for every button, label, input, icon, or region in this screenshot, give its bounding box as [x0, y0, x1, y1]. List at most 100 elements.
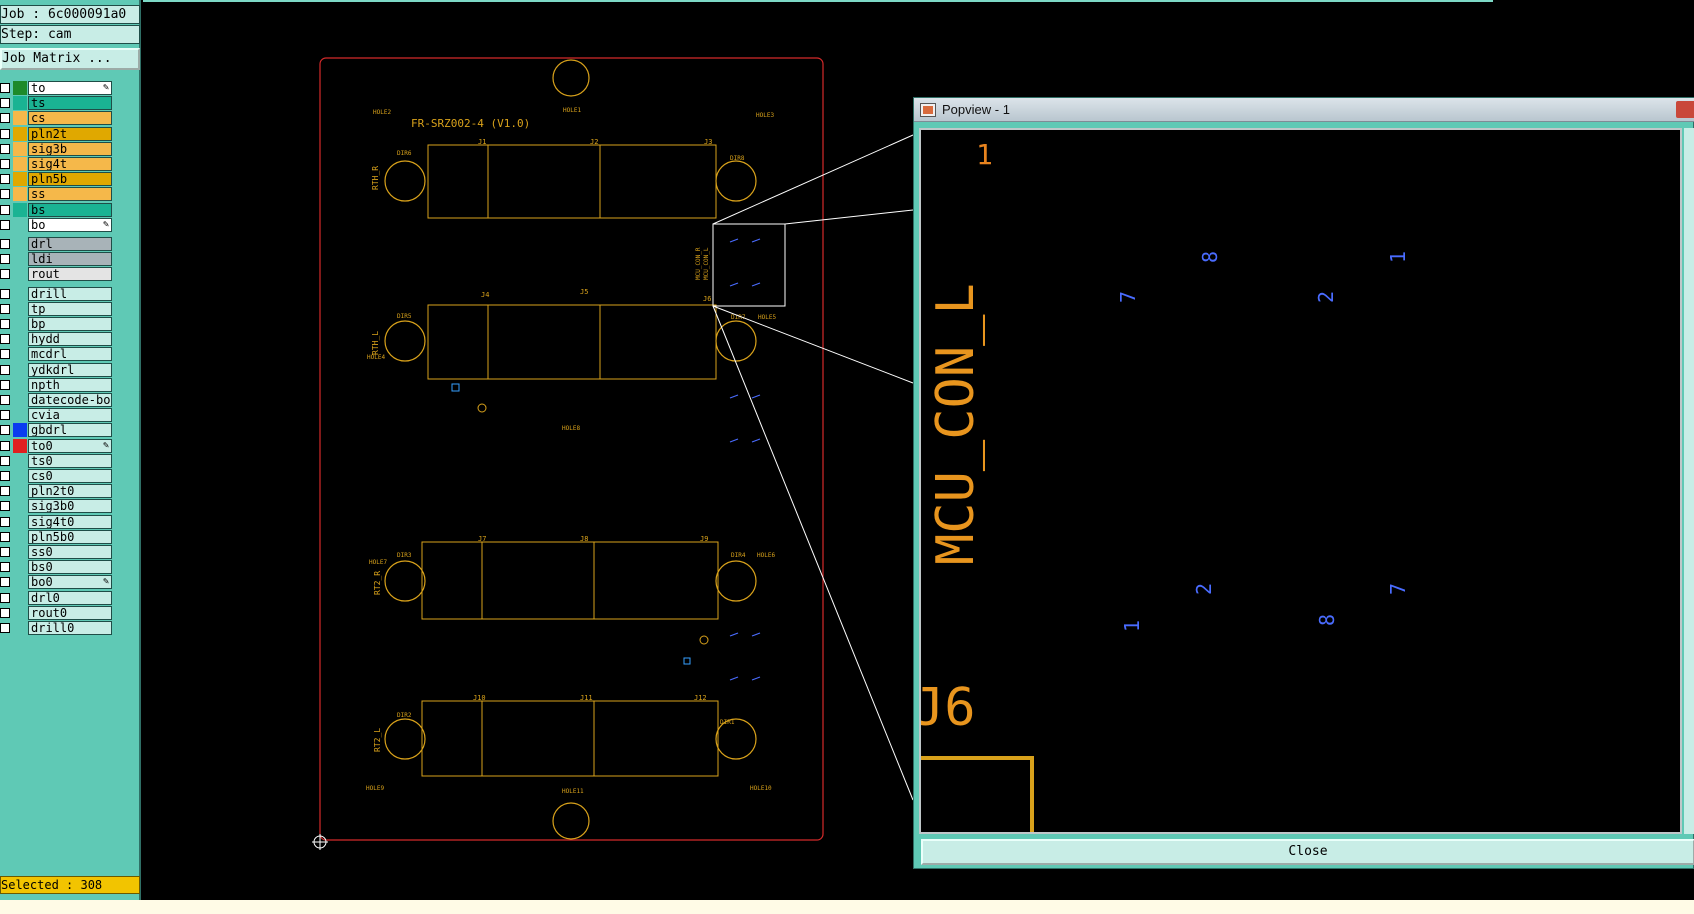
- job-matrix-button[interactable]: Job Matrix ...: [0, 48, 140, 70]
- layer-color-swatch[interactable]: [13, 96, 27, 111]
- layer-row-ss0[interactable]: ss0: [0, 544, 112, 559]
- layer-row-drill[interactable]: drill: [0, 286, 112, 301]
- layer-row-bo[interactable]: bo✎: [0, 217, 112, 232]
- layer-color-swatch[interactable]: [13, 423, 27, 438]
- layer-name[interactable]: ts0: [28, 453, 112, 468]
- layer-row-drl0[interactable]: drl0: [0, 590, 112, 605]
- layer-checkbox[interactable]: [0, 547, 10, 557]
- layer-color-swatch[interactable]: [13, 202, 27, 217]
- layer-row-ydkdrl[interactable]: ydkdrl: [0, 362, 112, 377]
- layer-row-ts[interactable]: ts: [0, 95, 112, 111]
- layer-color-swatch[interactable]: [13, 590, 27, 605]
- layer-checkbox[interactable]: [0, 410, 10, 421]
- layer-checkbox[interactable]: [0, 486, 10, 497]
- layer-name[interactable]: cvia: [28, 408, 112, 423]
- layer-name[interactable]: pln2t0: [28, 484, 112, 499]
- layer-row-cs[interactable]: cs: [0, 110, 112, 126]
- layer-name[interactable]: rout: [28, 267, 112, 282]
- layer-color-swatch[interactable]: [13, 217, 27, 232]
- layer-checkbox[interactable]: [0, 623, 10, 633]
- layer-checkbox[interactable]: [0, 501, 10, 512]
- layer-color-swatch[interactable]: [13, 377, 27, 392]
- layer-color-swatch[interactable]: [13, 237, 27, 251]
- layer-checkbox[interactable]: [0, 303, 10, 314]
- layer-name[interactable]: sig3b0: [28, 499, 112, 514]
- layer-checkbox[interactable]: [0, 607, 10, 618]
- layer-color-swatch[interactable]: [13, 267, 27, 282]
- layer-name[interactable]: pln5b0: [28, 529, 112, 544]
- layer-checkbox[interactable]: [0, 128, 10, 139]
- layer-row-npth[interactable]: npth: [0, 377, 112, 392]
- popview-titlebar[interactable]: Popview - 1: [914, 98, 1694, 122]
- layer-checkbox[interactable]: [0, 349, 10, 360]
- layer-name[interactable]: bs: [28, 202, 112, 217]
- layer-row-bp[interactable]: bp: [0, 316, 112, 331]
- layer-name[interactable]: bs0: [28, 560, 112, 575]
- layer-color-swatch[interactable]: [13, 81, 27, 95]
- layer-row-sig4t0[interactable]: sig4t0: [0, 514, 112, 529]
- layer-checkbox[interactable]: [0, 98, 10, 109]
- layer-color-swatch[interactable]: [13, 172, 27, 187]
- layer-name[interactable]: ss0: [28, 545, 112, 559]
- layer-color-swatch[interactable]: [13, 560, 27, 575]
- layer-name[interactable]: mcdrl: [28, 347, 112, 362]
- close-button[interactable]: Close: [921, 839, 1694, 865]
- layer-color-swatch[interactable]: [13, 111, 27, 126]
- layer-row-mcdrl[interactable]: mcdrl: [0, 346, 112, 362]
- layer-name[interactable]: bo✎: [28, 217, 112, 232]
- layer-checkbox[interactable]: [0, 379, 10, 390]
- layer-name[interactable]: sig4t0: [28, 514, 112, 529]
- layer-row-pln2t0[interactable]: pln2t0: [0, 483, 112, 499]
- layer-checkbox[interactable]: [0, 319, 10, 329]
- layer-color-swatch[interactable]: [13, 252, 27, 267]
- layer-color-swatch[interactable]: [13, 545, 27, 559]
- layer-color-swatch[interactable]: [13, 187, 27, 202]
- layer-checkbox[interactable]: [0, 455, 10, 466]
- layer-row-pln2t[interactable]: pln2t: [0, 126, 112, 141]
- layer-checkbox[interactable]: [0, 592, 10, 603]
- layer-name[interactable]: sig4t: [28, 157, 112, 171]
- layer-color-swatch[interactable]: [13, 141, 27, 156]
- layer-color-swatch[interactable]: [13, 469, 27, 483]
- layer-row-bs[interactable]: bs: [0, 202, 112, 217]
- layer-row-pln5b[interactable]: pln5b: [0, 171, 112, 187]
- layer-color-swatch[interactable]: [13, 484, 27, 499]
- layer-checkbox[interactable]: [0, 254, 10, 265]
- layer-name[interactable]: pln5b: [28, 172, 112, 187]
- layer-name[interactable]: ldi: [28, 252, 112, 267]
- layer-color-swatch[interactable]: [13, 301, 27, 316]
- layer-name[interactable]: to0✎: [28, 438, 112, 453]
- layer-row-bo0[interactable]: bo0✎: [0, 574, 112, 590]
- layer-color-swatch[interactable]: [13, 332, 27, 347]
- layer-checkbox[interactable]: [0, 159, 10, 169]
- layer-row-cvia[interactable]: cvia: [0, 407, 112, 423]
- layer-color-swatch[interactable]: [13, 605, 27, 620]
- layer-row-bs0[interactable]: bs0: [0, 559, 112, 575]
- layer-color-swatch[interactable]: [13, 453, 27, 468]
- layer-checkbox[interactable]: [0, 174, 10, 185]
- layer-row-drill0[interactable]: drill0: [0, 620, 112, 635]
- layer-checkbox[interactable]: [0, 143, 10, 154]
- layer-row-to0[interactable]: to0✎: [0, 438, 112, 453]
- layer-color-swatch[interactable]: [13, 157, 27, 171]
- layer-name[interactable]: drill: [28, 286, 112, 301]
- layer-color-swatch[interactable]: [13, 347, 27, 362]
- layer-checkbox[interactable]: [0, 189, 10, 200]
- layer-name[interactable]: tp: [28, 301, 112, 316]
- layer-name[interactable]: pln2t: [28, 126, 112, 141]
- layer-row-drl[interactable]: drl: [0, 236, 112, 251]
- layer-row-ss[interactable]: ss: [0, 186, 112, 202]
- popview-scrollbar[interactable]: [1684, 128, 1694, 834]
- layer-checkbox[interactable]: [0, 113, 10, 124]
- layer-name[interactable]: cs: [28, 111, 112, 126]
- layer-checkbox[interactable]: [0, 471, 10, 481]
- layer-row-datecode-bo[interactable]: datecode-bo: [0, 392, 112, 407]
- layer-color-swatch[interactable]: [13, 317, 27, 331]
- layer-checkbox[interactable]: [0, 334, 10, 345]
- layer-color-swatch[interactable]: [13, 575, 27, 590]
- layer-checkbox[interactable]: [0, 288, 10, 299]
- layer-name[interactable]: datecode-bo: [28, 393, 112, 407]
- layer-name[interactable]: ydkdrl: [28, 362, 112, 377]
- layer-checkbox[interactable]: [0, 269, 10, 280]
